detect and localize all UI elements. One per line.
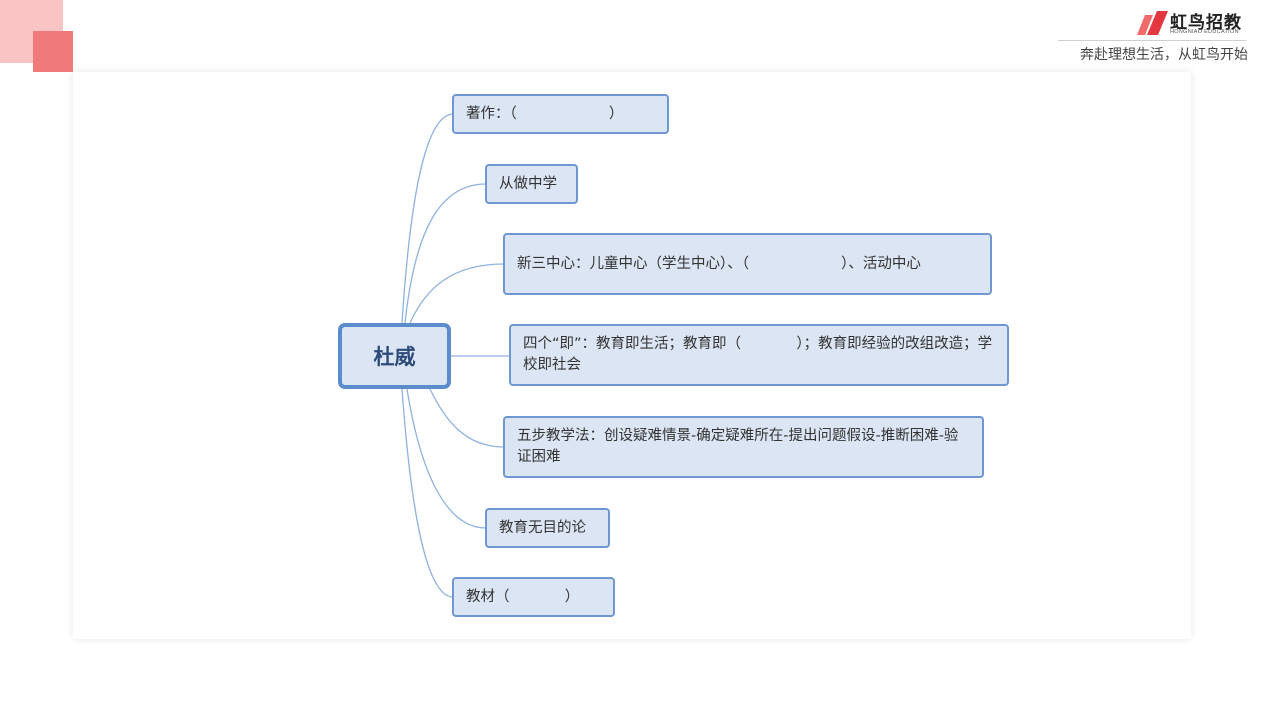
branch-node-learning-by-doing[interactable]: 从做中学: [485, 164, 578, 204]
link-3: [409, 263, 505, 324]
branch-node-works[interactable]: 著作：（ ）: [452, 94, 669, 134]
branch-label: 教材（ ）: [466, 588, 580, 605]
logo-mark-icon: [1137, 11, 1168, 35]
link-5: [429, 388, 505, 448]
logo-text: 虹鸟招教: [1170, 13, 1242, 33]
slogan-divider: [1058, 40, 1246, 41]
brand-logo: 虹鸟招教 HONGNIAO EDUCATION: [1130, 6, 1248, 40]
root-node[interactable]: 杜威: [338, 323, 451, 389]
link-1: [401, 113, 454, 324]
branch-node-four-is[interactable]: 四个“即”：教育即生活；教育即（ ）；教育即经验的改组改造；学校即社会: [509, 324, 1009, 386]
logo-subtext: HONGNIAO EDUCATION: [1170, 29, 1239, 35]
branch-label: 五步教学法：创设疑难情景-确定疑难所在-提出问题假设-推断困难-验证困难: [517, 428, 959, 465]
decor-square-dark: [33, 31, 73, 72]
branch-node-textbook[interactable]: 教材（ ）: [452, 577, 615, 617]
link-6: [406, 388, 487, 529]
branch-node-five-step-method[interactable]: 五步教学法：创设疑难情景-确定疑难所在-提出问题假设-推断困难-验证困难: [503, 416, 984, 478]
branch-node-no-aims[interactable]: 教育无目的论: [485, 508, 610, 548]
branch-label: 四个“即”：教育即生活；教育即（ ）；教育即经验的改组改造；学校即社会: [523, 336, 993, 373]
link-7: [401, 388, 454, 598]
branch-node-three-centers[interactable]: 新三中心：儿童中心（学生中心）、（ ）、活动中心: [503, 233, 992, 295]
branch-label: 著作：（ ）: [466, 105, 624, 122]
link-2: [404, 183, 487, 324]
branch-label: 新三中心：儿童中心（学生中心）、（ ）、活动中心: [517, 255, 921, 272]
branch-label: 从做中学: [499, 175, 557, 192]
branch-label: 教育无目的论: [499, 519, 586, 536]
slogan: 奔赴理想生活，从虹鸟开始: [1080, 47, 1248, 63]
